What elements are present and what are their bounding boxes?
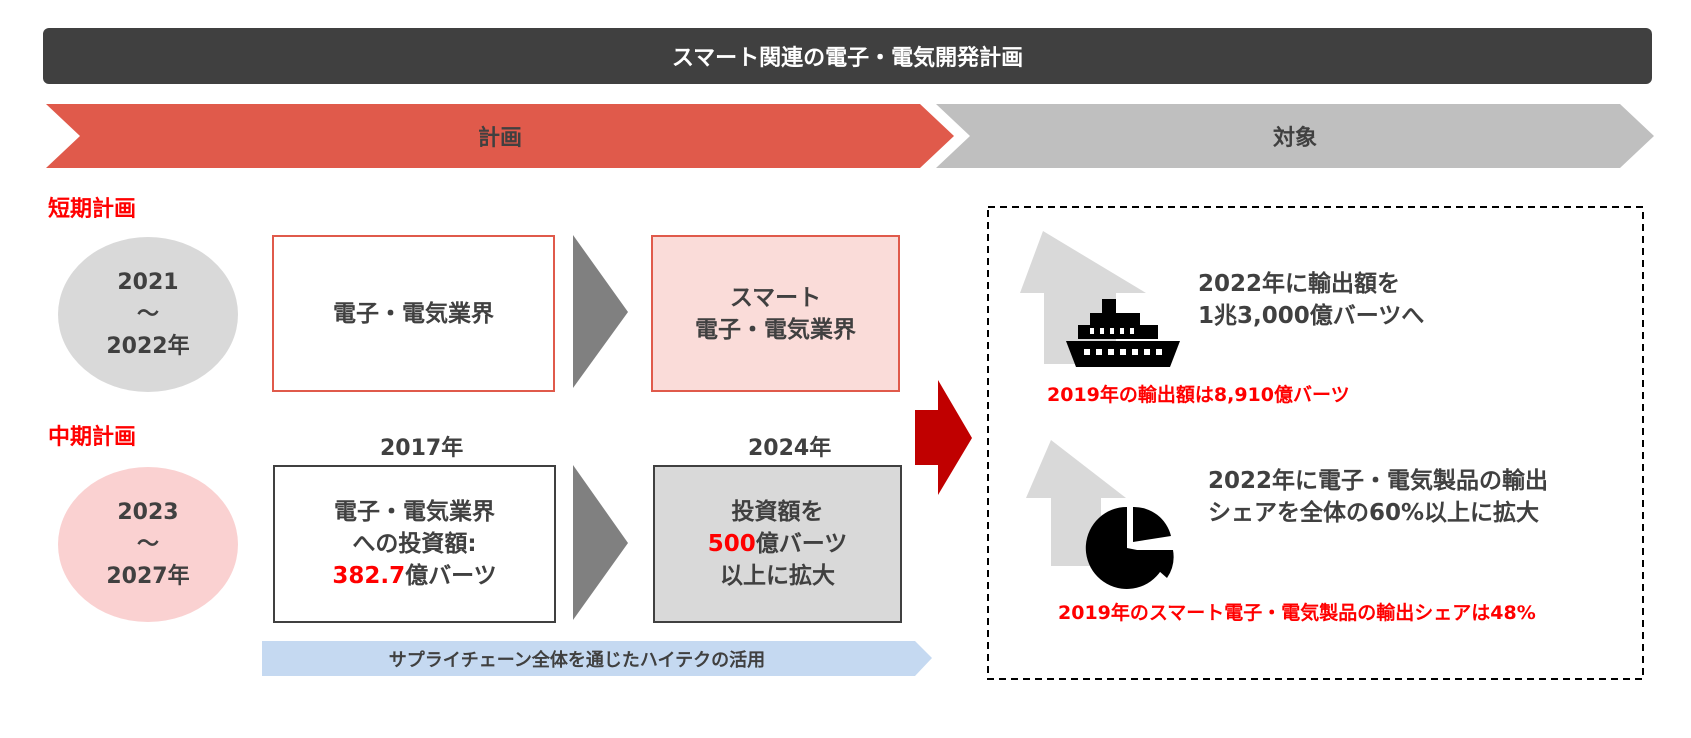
target-box — [987, 206, 1644, 680]
to-box-line1: 投資額を — [731, 499, 824, 525]
target-2-note: 2019年のスマート電子・電気製品の輸出シェアは48% — [1058, 602, 1536, 624]
target-2-line1: 2022年に電子・電気製品の輸出 — [1208, 468, 1549, 494]
short-term-from-box: 電子・電気業界 — [272, 235, 555, 392]
investment-value: 382.7 — [332, 563, 406, 589]
target-investment-value: 500 — [707, 531, 756, 557]
from-box-line2: への投資額: — [352, 531, 477, 557]
supply-chain-arrow — [262, 641, 932, 676]
period-start: 2023 — [117, 499, 179, 525]
ship-icon — [1066, 299, 1180, 367]
target-label: 対象 — [1272, 126, 1317, 151]
period-sep: ～ — [136, 301, 159, 327]
mid-term-period: 2023 ～ 2027年 — [58, 467, 238, 622]
target-chevron — [936, 104, 1654, 168]
investment-unit: 億バーツ — [405, 563, 497, 589]
to-year: 2024年 — [748, 436, 832, 461]
mid-term-to-box: 投資額を 500億バーツ 以上に拡大 — [653, 465, 902, 623]
target-1-line1: 2022年に輸出額を — [1198, 271, 1401, 297]
to-box-line2: 電子・電気業界 — [695, 316, 856, 343]
target-1-note: 2019年の輸出額は8,910億バーツ — [1047, 384, 1350, 406]
main-red-arrow — [915, 380, 972, 495]
to-box-line1: スマート — [729, 284, 822, 311]
page-title: スマート関連の電子・電気開発計画 — [43, 28, 1652, 84]
mid-term-from-box: 電子・電気業界 への投資額: 382.7億バーツ — [273, 465, 556, 623]
plan-label: 計画 — [477, 126, 522, 151]
supply-chain-text: サプライチェーン全体を通じたハイテクの活用 — [388, 649, 766, 671]
mid-term-arrow — [573, 465, 628, 620]
to-box-amount: 500億バーツ — [708, 528, 848, 560]
target-1-text: 2022年に輸出額を 1兆3,000億バーツへ — [1198, 268, 1424, 332]
target-2-line2: シェアを全体の60%以上に拡大 — [1208, 500, 1540, 526]
short-term-to-box: スマート 電子・電気業界 — [651, 235, 900, 392]
from-box-text: 電子・電気業界 — [333, 300, 494, 327]
plan-chevron — [46, 104, 954, 168]
short-term-arrow — [573, 235, 628, 388]
period-start: 2021 — [117, 269, 179, 295]
short-term-label: 短期計画 — [48, 197, 137, 222]
period-end: 2027年 — [106, 563, 190, 589]
pie-chart-icon — [1085, 506, 1174, 589]
target-1-line2: 1兆3,000億バーツへ — [1198, 303, 1425, 329]
from-box-line1: 電子・電気業界 — [334, 499, 495, 525]
target-investment-unit: 億バーツ — [755, 531, 848, 557]
period-sep: ～ — [136, 531, 159, 557]
period-end: 2022年 — [106, 333, 190, 359]
from-box-amount: 382.7億バーツ — [332, 560, 496, 592]
short-term-period: 2021 ～ 2022年 — [58, 237, 238, 392]
to-box-line3: 以上に拡大 — [720, 563, 835, 589]
mid-term-label: 中期計画 — [48, 425, 137, 450]
from-year: 2017年 — [380, 436, 464, 461]
target-2-text: 2022年に電子・電気製品の輸出 シェアを全体の60%以上に拡大 — [1208, 465, 1548, 529]
